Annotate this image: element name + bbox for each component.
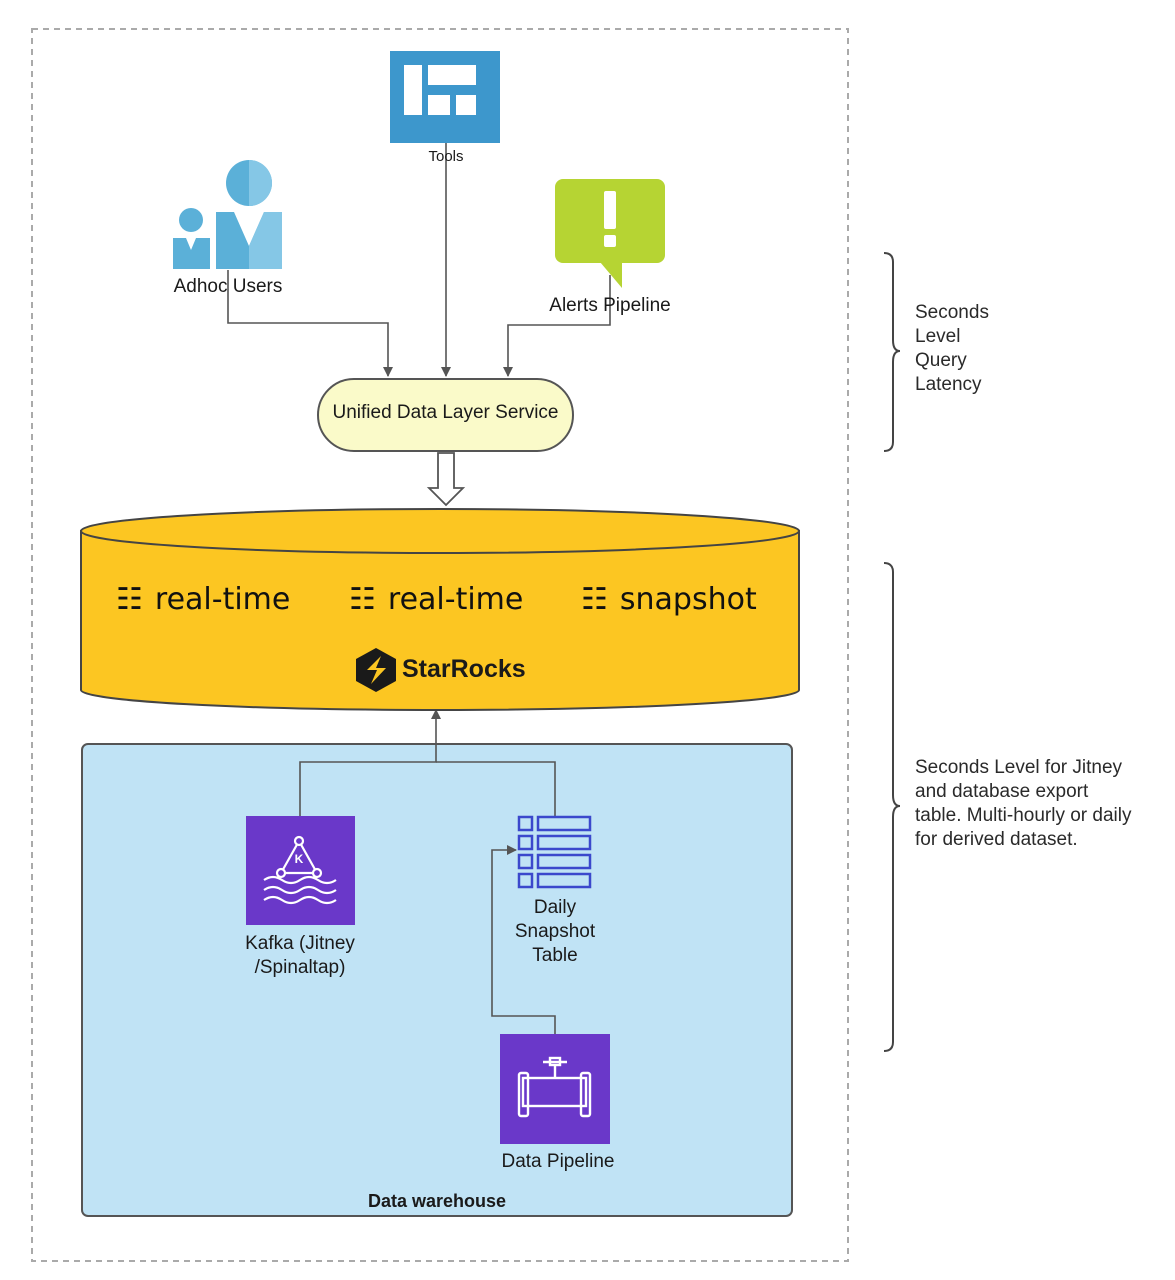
pipeline-icon: [500, 1034, 610, 1144]
tools-label: Tools: [428, 148, 464, 165]
db-table-realtime-1: ☷ real-time: [116, 582, 290, 617]
db-table-label: real-time: [387, 582, 524, 617]
users-icon: [173, 160, 282, 269]
db-table-label: snapshot: [619, 582, 757, 617]
connectors: [227, 143, 611, 1034]
kafka-icon: K: [246, 816, 355, 925]
unified-service-node[interactable]: [317, 378, 574, 452]
db-table-label: real-time: [154, 582, 291, 617]
connector-alerts-to-service: [503, 275, 611, 377]
starrocks-database[interactable]: [80, 508, 800, 711]
table-icon: [517, 815, 592, 889]
side-note-bottom-line: for derived dataset.: [915, 829, 1078, 850]
snapshot-label-line1: Daily: [533, 897, 577, 918]
connector-snapshot-to-junction: [436, 761, 556, 816]
service-to-db-arrow: [426, 452, 466, 507]
kafka-label: Kafka (Jitney /Spinaltap): [215, 932, 385, 980]
alerts-pipeline-label: Alerts Pipeline: [549, 295, 671, 316]
side-note-bottom-line: and database export: [915, 781, 1089, 802]
connector-users-to-service: [227, 270, 393, 377]
kafka-label-line2: /Spinaltap): [254, 957, 346, 978]
side-note-top-line: Latency: [915, 374, 982, 395]
snapshot-label-line3: Table: [532, 945, 578, 966]
tools-icon: [390, 51, 500, 143]
unified-service-label: Unified Data Layer Service: [332, 402, 559, 423]
side-note-top-line: Query: [915, 350, 967, 371]
starrocks-logo-icon: [356, 648, 396, 692]
brace-bottom: [883, 562, 901, 1052]
starrocks-brand: StarRocks: [402, 655, 526, 683]
side-note-top-line: Level: [915, 326, 961, 347]
brace-top: [883, 252, 901, 452]
snapshot-label-line2: Snapshot: [514, 921, 596, 942]
side-note-bottom-line: Seconds Level for Jitney: [915, 757, 1123, 778]
connector-warehouse-to-db: [299, 709, 441, 816]
data-warehouse-container[interactable]: [81, 743, 793, 1217]
snapshot-table-label: Daily Snapshot Table: [495, 896, 615, 968]
adhoc-users-label: Adhoc Users: [173, 276, 283, 297]
svg-text:K: K: [295, 852, 304, 866]
side-note-bottom-line: table. Multi-hourly or daily: [915, 805, 1132, 826]
connector-pipeline-to-snapshot: [491, 845, 556, 1034]
data-pipeline-label: Data Pipeline: [501, 1151, 615, 1172]
side-note-top: Seconds Level Query Latency: [915, 301, 989, 397]
alert-icon: [555, 179, 665, 288]
kafka-label-line1: Kafka (Jitney: [245, 933, 355, 954]
side-note-top-line: Seconds: [915, 302, 989, 323]
side-note-bottom: Seconds Level for Jitney and database ex…: [915, 756, 1131, 852]
table-grid-icon: ☷: [349, 582, 376, 617]
table-grid-icon: ☷: [116, 582, 143, 617]
outer-boundary: [31, 28, 849, 1262]
db-table-realtime-2: ☷ real-time: [349, 582, 523, 617]
db-table-snapshot: ☷ snapshot: [581, 582, 757, 617]
table-grid-icon: ☷: [581, 582, 608, 617]
data-warehouse-title: Data warehouse: [367, 1191, 507, 1211]
